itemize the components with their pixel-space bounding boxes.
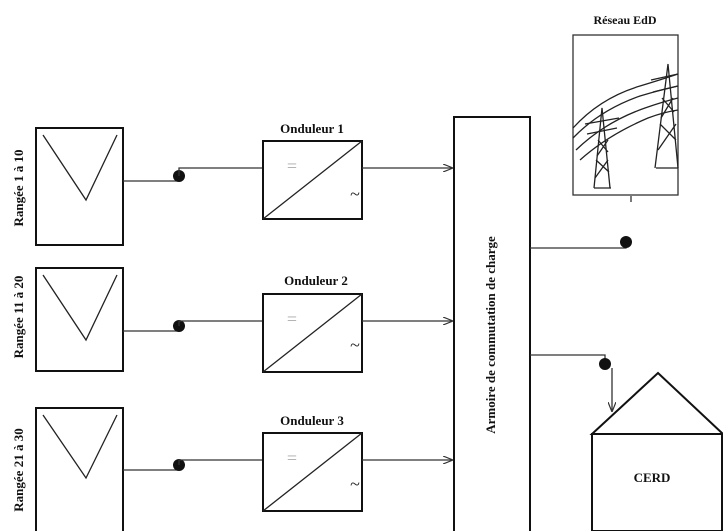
cerd-label: CERD [634,470,671,485]
ac-symbol: ~ [350,335,360,355]
row-2: Rangée 11 à 20 Onduleur 2 = ~ [11,267,452,373]
grid-label: Réseau EdD [593,13,656,27]
inverter-icon: = ~ [262,140,363,220]
building-icon: CERD [589,371,723,531]
solar-panel-icon [35,407,124,531]
solar-panel-icon [35,127,124,246]
grid-wire [530,238,627,249]
row-label-1: Rangée 1 à 10 [11,150,26,227]
cerd-wire [530,354,606,364]
solar-panel-icon [35,267,124,372]
row-label-2: Rangée 11 à 20 [11,276,26,359]
ac-symbol: ~ [350,184,360,204]
junction-dot [620,236,632,248]
inverter-feed-1 [178,167,262,176]
dc-symbol: = [287,448,297,468]
switch-cabinet-label: Armoire de commutation de charge [483,236,498,434]
transmission-tower-icon [572,34,679,196]
inverter-label-3: Onduleur 3 [280,413,344,428]
dc-symbol: = [287,156,297,176]
inverter-feed-3 [178,459,262,465]
row-label-3: Rangée 21 à 30 [11,428,26,511]
inverter-icon: = ~ [262,432,363,512]
inverter-icon: = ~ [262,293,363,373]
row-3: Rangée 21 à 30 Onduleur 3 = ~ [11,407,452,531]
switch-cabinet: Armoire de commutation de charge [453,116,531,531]
dc-symbol: = [287,309,297,329]
inverter-feed-2 [178,320,262,326]
inverter-label-2: Onduleur 2 [284,273,348,288]
junction-dot [599,358,611,370]
inverter-label-1: Onduleur 1 [280,121,344,136]
ac-symbol: ~ [350,474,360,494]
row-1: Rangée 1 à 10 Onduleur 1 = ~ [11,121,452,246]
